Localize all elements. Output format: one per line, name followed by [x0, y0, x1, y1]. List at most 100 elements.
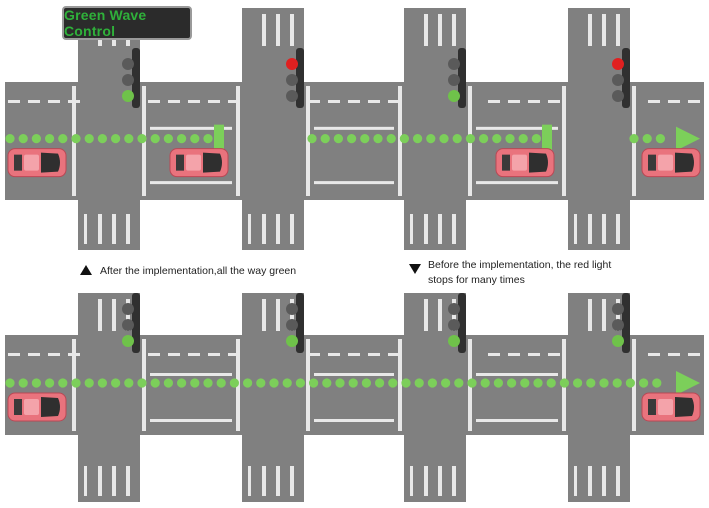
car-roof	[658, 399, 673, 415]
signal-red-lamp	[286, 303, 298, 315]
signal-amber-lamp	[448, 319, 460, 331]
green-wave-dot	[71, 134, 81, 144]
crosswalk-stripe	[262, 466, 266, 496]
signal-green-lamp	[448, 335, 460, 347]
signal-red-lamp	[612, 303, 624, 315]
car	[7, 148, 67, 178]
signal-amber-lamp	[122, 319, 134, 331]
green-wave-dot	[203, 134, 213, 144]
green-wave-dot	[150, 134, 160, 144]
signal-green-lamp	[286, 335, 298, 347]
green-wave-dot	[5, 378, 15, 388]
car-windshield	[41, 397, 60, 417]
lane-dash	[328, 353, 340, 356]
lane-divider	[84, 466, 87, 496]
green-wave-dot	[652, 378, 662, 388]
car-roof	[186, 154, 201, 171]
lane-divider	[574, 214, 577, 244]
green-wave-dot	[655, 134, 666, 144]
car-roof	[24, 154, 39, 171]
crosswalk-stripe	[424, 14, 428, 46]
crosswalk-stripe	[276, 299, 280, 331]
green-wave-dot	[5, 134, 15, 144]
green-wave-dot	[177, 378, 187, 388]
crosswalk-stripe	[588, 14, 592, 46]
crosswalk-stripe	[98, 299, 102, 331]
wave-arrow-head	[676, 371, 700, 395]
signal-green-lamp	[612, 335, 624, 347]
before-caption-line-2: stops for many times	[428, 274, 525, 286]
stop-line	[398, 339, 402, 431]
traffic-signal	[612, 48, 630, 108]
signal-pole	[622, 48, 630, 108]
lane-dash	[388, 100, 400, 103]
crosswalk-stripe	[602, 299, 606, 331]
green-wave-dot	[639, 378, 649, 388]
crosswalk-stripe	[262, 299, 266, 331]
crosswalk-stripe	[588, 466, 592, 496]
traffic-signal	[122, 293, 140, 353]
green-wave-dot	[480, 378, 490, 388]
lane-dash	[648, 353, 660, 356]
lane-line	[150, 126, 232, 130]
signal-green-lamp	[612, 90, 624, 102]
car-windshield	[529, 152, 548, 173]
crosswalk-stripe	[438, 214, 442, 244]
green-wave-dot	[18, 134, 28, 144]
lane-dash	[8, 353, 20, 356]
crosswalk-stripe	[438, 14, 442, 46]
green-wave-dot	[31, 378, 41, 388]
lane-divider	[410, 466, 413, 496]
green-wave-dot	[439, 134, 449, 144]
lane-dash	[668, 100, 680, 103]
crosswalk-stripe	[424, 214, 428, 244]
lane-dash	[148, 100, 160, 103]
lane-dash	[508, 353, 520, 356]
green-wave-dot	[97, 134, 107, 144]
traffic-signal	[448, 48, 466, 108]
lane-dash	[528, 353, 540, 356]
traffic-signal	[612, 293, 630, 353]
signal-green-lamp	[448, 90, 460, 102]
green-wave-title-sign: Green Wave Control	[62, 6, 192, 40]
green-wave-dot	[309, 378, 319, 388]
crosswalk-stripe	[262, 214, 266, 244]
green-wave-dot	[454, 378, 464, 388]
green-wave-dot	[348, 378, 358, 388]
green-wave-dot	[347, 134, 357, 144]
crosswalk-stripe	[276, 14, 280, 46]
green-wave-dot	[414, 378, 424, 388]
green-wave-dot	[177, 134, 187, 144]
lane-dash	[368, 100, 380, 103]
signal-red-lamp	[286, 58, 298, 70]
lane-dash	[228, 100, 240, 103]
lane-dash	[228, 353, 240, 356]
green-wave-dot	[642, 134, 652, 144]
stop-line	[562, 86, 566, 196]
crosswalk-stripe	[438, 466, 442, 496]
crosswalk-stripe	[276, 214, 280, 244]
crosswalk-stripe	[602, 214, 606, 244]
green-wave-dot	[320, 134, 330, 144]
stop-line	[236, 86, 240, 196]
green-wave-dot	[190, 378, 200, 388]
green-wave-dot	[243, 378, 253, 388]
green-wave-dot	[163, 134, 173, 144]
green-wave-dot	[97, 378, 107, 388]
green-wave-dot	[401, 378, 411, 388]
green-wave-dot	[58, 378, 68, 388]
lane-dash	[368, 353, 380, 356]
lane-dash	[688, 353, 700, 356]
intersection-panel-after	[5, 293, 704, 502]
lane-divider	[248, 214, 251, 244]
green-wave-dot	[520, 378, 530, 388]
lane-dash	[28, 100, 40, 103]
page-title: Green Wave Control	[64, 7, 147, 39]
crosswalk-stripe	[262, 14, 266, 46]
lane-dash	[48, 353, 60, 356]
lane-dash	[528, 100, 540, 103]
crosswalk-stripe	[98, 214, 102, 244]
green-wave-dot	[441, 378, 451, 388]
lane-dash	[668, 353, 680, 356]
